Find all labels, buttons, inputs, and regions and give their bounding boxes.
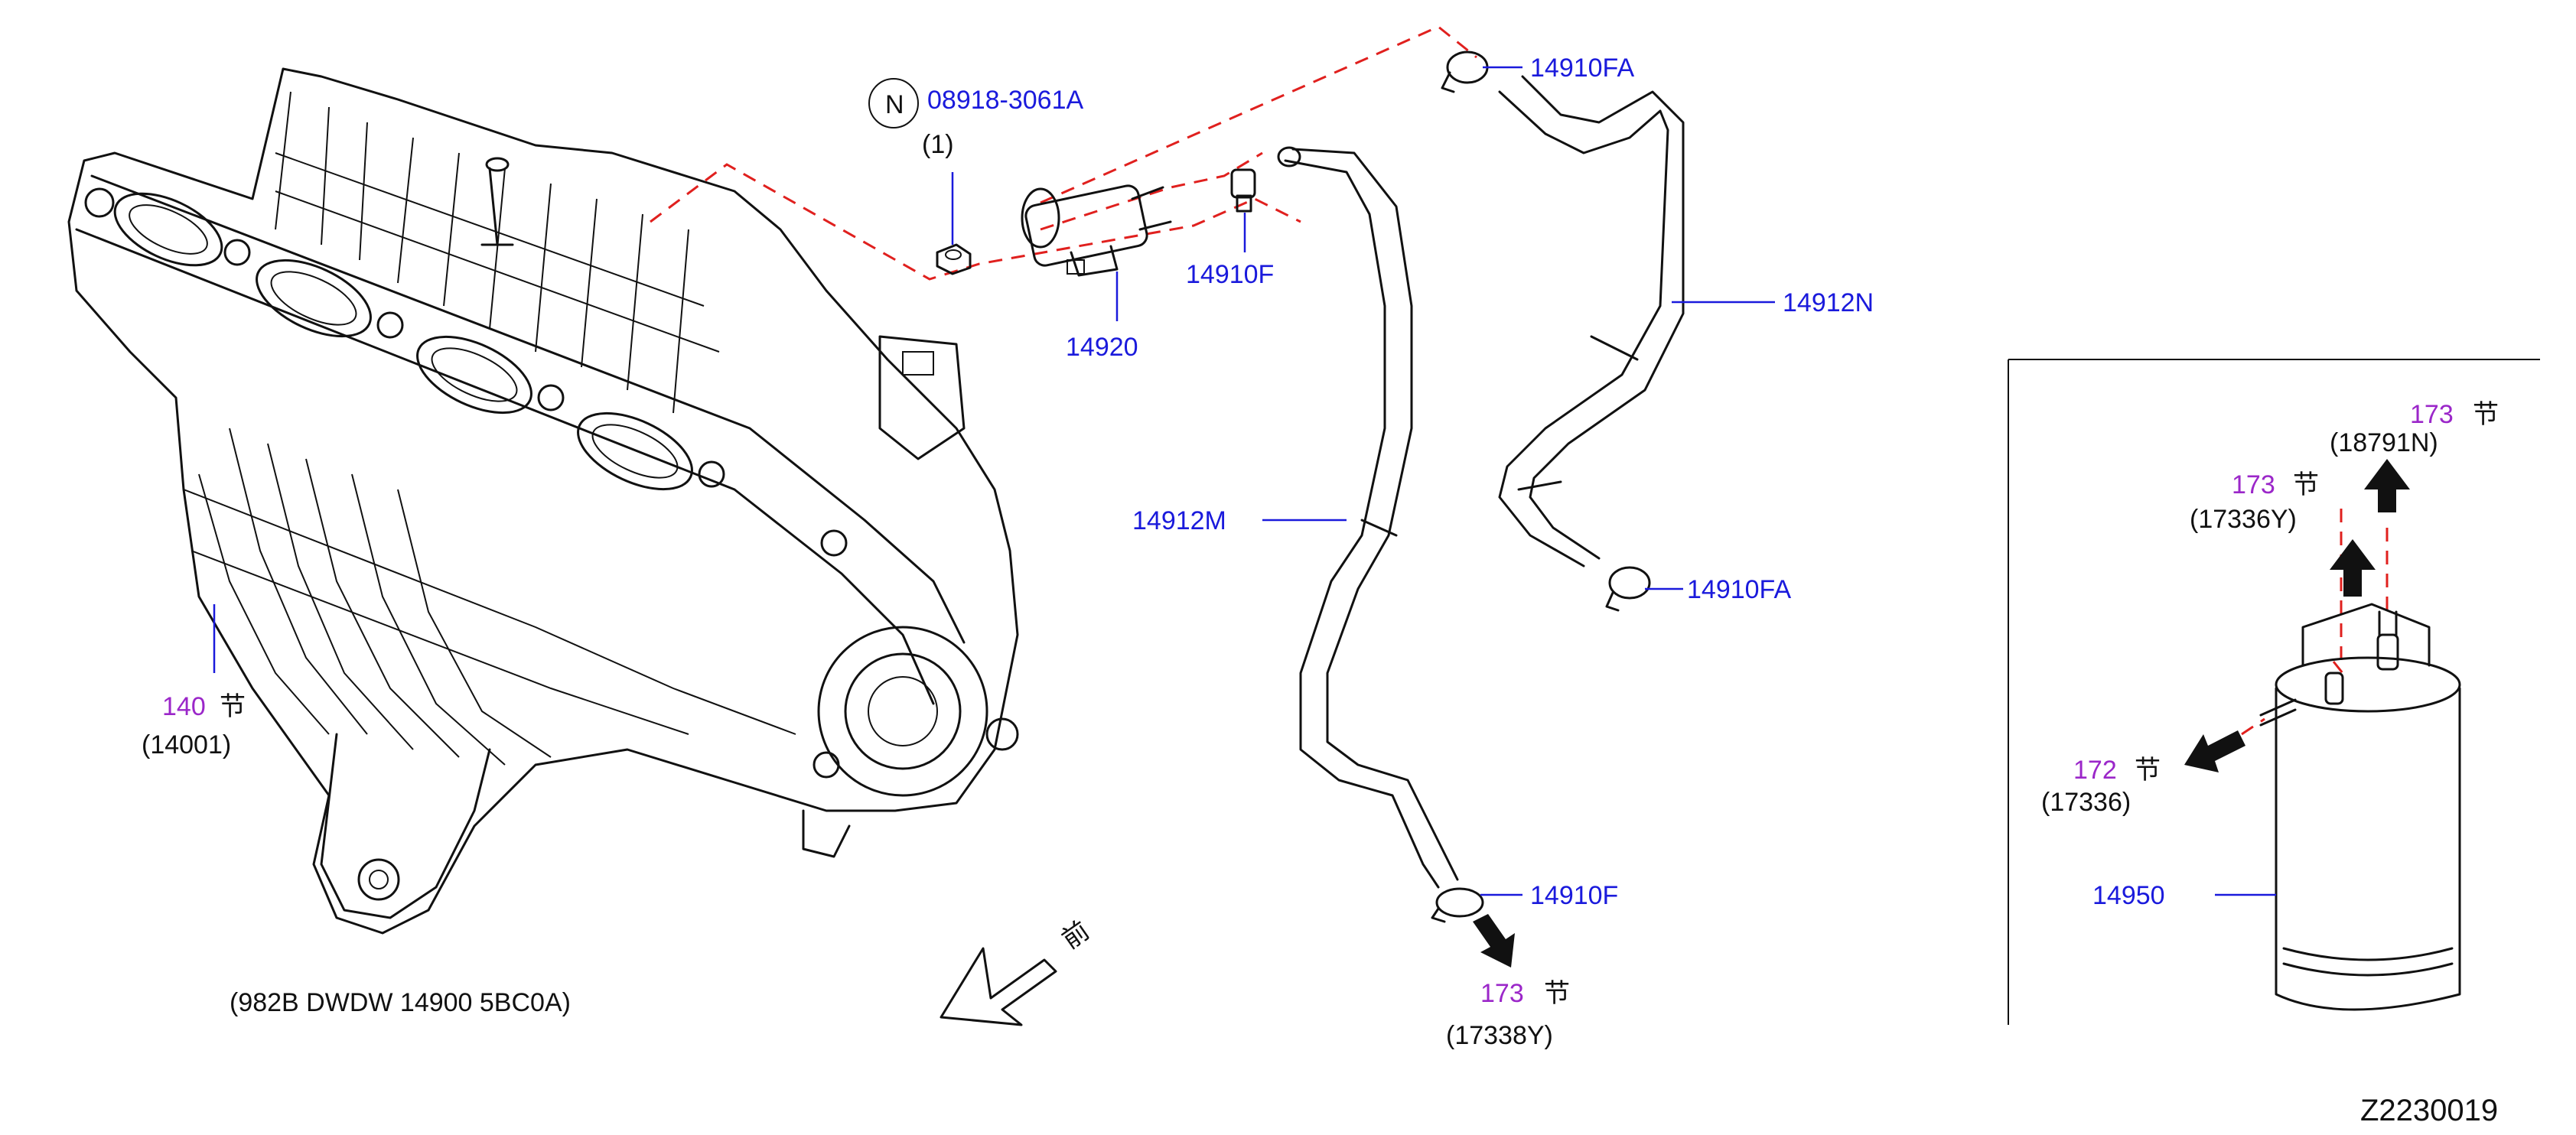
part-number-14910f-top[interactable]: 14910F: [1186, 260, 1274, 289]
clip-14910fa-mid-drawing[interactable]: [1605, 566, 1651, 612]
part-number-14912n[interactable]: 14912N: [1783, 288, 1874, 317]
section-172[interactable]: 172: [2073, 756, 2117, 785]
arrow-up-17336y: [2330, 539, 2376, 597]
ref-18791n: (18791N): [2330, 428, 2438, 457]
diagram-id: Z2230019: [2360, 1094, 2498, 1127]
part-number-08918-3061a[interactable]: 08918-3061A: [927, 86, 1084, 115]
model-code: (982B DWDW 14900 5BC0A): [230, 988, 571, 1017]
ref-17336: (17336): [2041, 788, 2131, 817]
canister-frame-lines: [2008, 359, 2540, 1025]
part-number-14950[interactable]: 14950: [2092, 881, 2165, 910]
section-173-top-left-glyph: 节: [2293, 470, 2319, 499]
ref-17338y: (17338Y): [1446, 1021, 1553, 1050]
clip-14910f-bottom-drawing[interactable]: [1431, 887, 1484, 923]
ref-14001: (14001): [142, 730, 231, 759]
part-number-14910f-bottom[interactable]: 14910F: [1530, 881, 1618, 910]
direction-arrows: [1473, 459, 2410, 968]
connector-14910f-top-drawing[interactable]: [1230, 168, 1256, 213]
part-number-14910fa-mid[interactable]: 14910FA: [1687, 575, 1791, 604]
section-173-top-right[interactable]: 173: [2410, 400, 2454, 429]
arrow-left-17336: [2184, 730, 2245, 772]
section-173-top-right-glyph: 节: [2473, 400, 2499, 429]
section-140[interactable]: 140: [162, 692, 206, 721]
front-direction-arrow: [940, 947, 1057, 1026]
section-173-top-left[interactable]: 173: [2232, 470, 2275, 499]
bolt-quantity: (1): [922, 130, 954, 159]
purge-valve-14920-drawing[interactable]: [1021, 184, 1172, 277]
hose-14912n-drawing[interactable]: [1498, 75, 1685, 568]
section-140-glyph: 节: [220, 692, 246, 721]
part-number-14910fa-top[interactable]: 14910FA: [1530, 54, 1634, 83]
arrow-up-18791n: [2364, 459, 2410, 512]
clip-14910fa-top-drawing[interactable]: [1441, 50, 1489, 93]
leader-lines: [213, 66, 2276, 896]
section-173-bottom[interactable]: 173: [1480, 979, 1524, 1008]
canister-14950-drawing[interactable]: [2259, 603, 2461, 1011]
hose-14912m-drawing[interactable]: [1277, 146, 1459, 889]
intake-manifold-drawing[interactable]: [67, 67, 1019, 935]
part-number-14912m[interactable]: 14912M: [1132, 506, 1226, 535]
section-173-bottom-glyph: 节: [1544, 979, 1570, 1008]
part-number-14920[interactable]: 14920: [1066, 333, 1138, 362]
front-label: 前: [1057, 916, 1095, 955]
ref-17336y: (17336Y): [2190, 505, 2297, 534]
vacuum-route-dashed-lines: [650, 25, 2389, 736]
bolt-08918-drawing[interactable]: [936, 243, 972, 275]
section-172-glyph: 节: [2135, 756, 2161, 785]
n-badge-letter: N: [885, 90, 904, 119]
arrow-down-17338y: [1473, 914, 1515, 968]
